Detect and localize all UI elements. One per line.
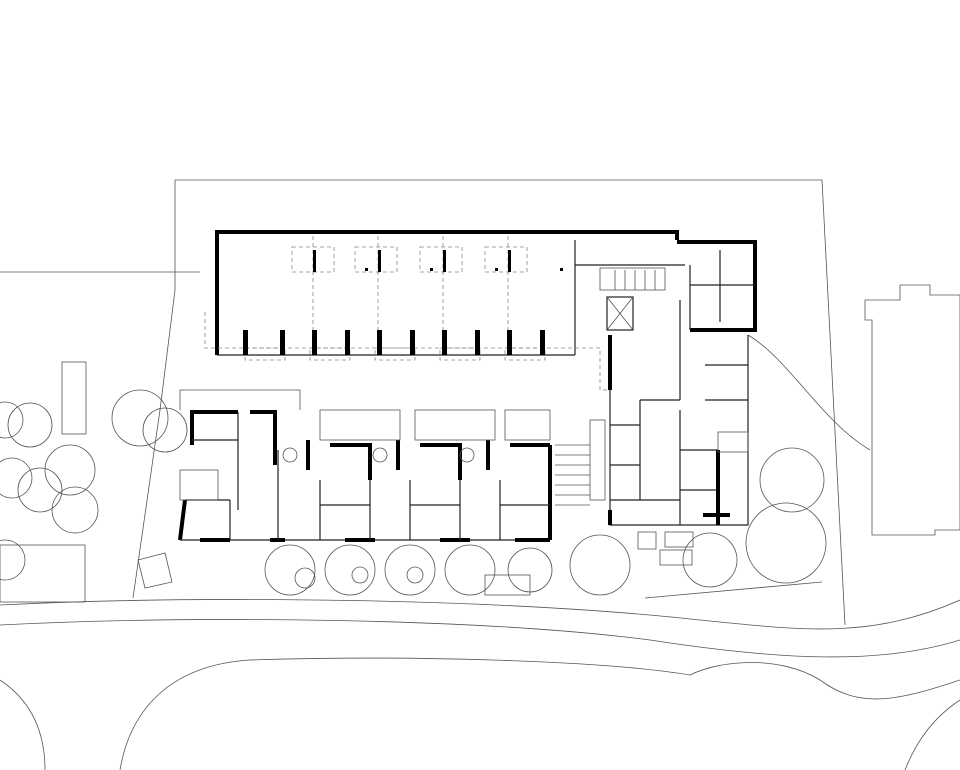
south-row <box>178 389 552 542</box>
site-boundary <box>0 179 846 626</box>
north-block <box>204 230 757 391</box>
roads <box>0 599 960 770</box>
neighbouring-buildings <box>0 284 960 603</box>
trees <box>0 389 827 596</box>
columns <box>243 250 563 355</box>
entrance-steps <box>555 444 590 506</box>
east-wing <box>484 300 749 596</box>
stair <box>614 270 656 290</box>
hall-bays <box>204 236 610 391</box>
